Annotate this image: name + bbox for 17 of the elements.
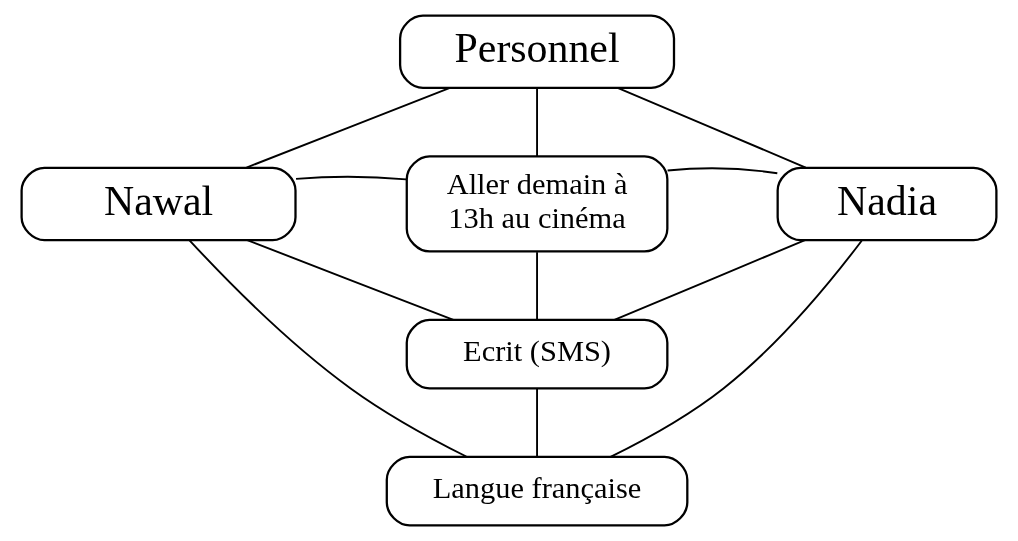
connector (536, 87, 538, 157)
node-box: Personnel (398, 14, 676, 90)
connector (188, 239, 468, 458)
connector (245, 87, 451, 169)
connector (295, 175, 408, 181)
node-box: Ecrit (SMS) (405, 318, 669, 390)
connector (246, 239, 455, 321)
connector (609, 239, 863, 458)
node-box: Langue française (385, 455, 689, 527)
connector (536, 251, 538, 321)
node-box: Nadia (776, 166, 998, 242)
connector (536, 388, 538, 458)
connector (613, 239, 806, 321)
node-box: Aller demain à 13h au cinéma (405, 155, 669, 253)
node-box: Nawal (20, 166, 297, 242)
connector (617, 87, 807, 169)
connector (666, 167, 779, 175)
